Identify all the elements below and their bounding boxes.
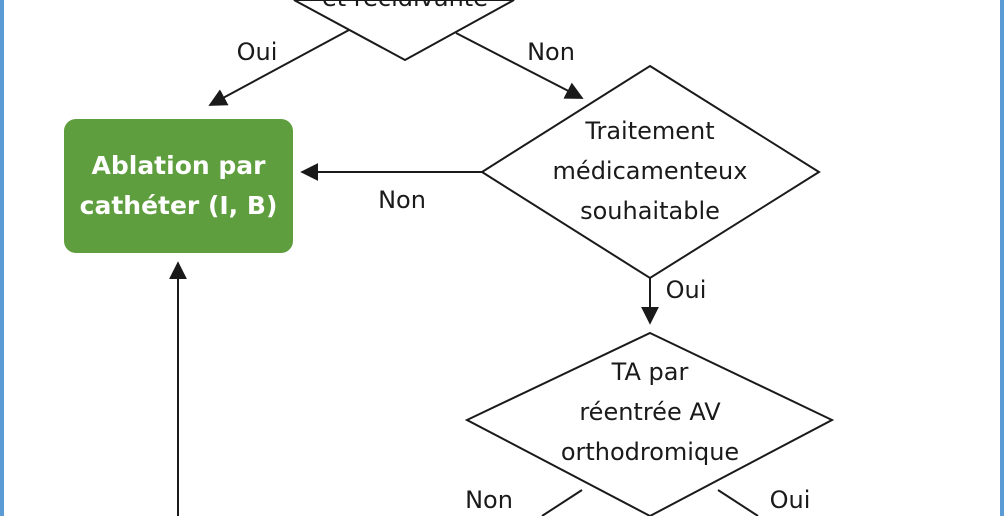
- top-decision-text: et récidivante: [322, 0, 488, 12]
- label-non-bottom: Non: [465, 486, 513, 514]
- traitement-line-3: souhaitable: [580, 197, 720, 225]
- ablation-line-1: Ablation par: [91, 151, 266, 180]
- ta-line-3: orthodromique: [561, 438, 739, 466]
- traitement-line-1: Traitement: [584, 117, 714, 145]
- ablation-box: Ablation par cathéter (I, B): [64, 119, 293, 253]
- ta-line-1: TA par: [611, 358, 689, 386]
- flowchart-svg: et récidivante Oui Non Traitement médica…: [169, 0, 835, 516]
- ta-decision-diamond: [464, 331, 835, 516]
- line-ta-oui: [717, 489, 759, 516]
- line-ta-non: [541, 489, 583, 516]
- top-decision-diamond: [293, 0, 515, 62]
- label-oui-left: Oui: [237, 38, 278, 66]
- traitement-line-2: médicamenteux: [553, 157, 748, 185]
- label-oui-down: Oui: [666, 276, 707, 304]
- label-non-right: Non: [527, 38, 575, 66]
- ablation-line-2: cathéter (I, B): [79, 191, 278, 220]
- arrow-top-to-ablation: [208, 29, 350, 106]
- label-non-middle: Non: [378, 186, 426, 214]
- arrow-top-to-traitement: [455, 32, 584, 99]
- ta-line-2: réentrée AV: [579, 398, 721, 426]
- label-oui-bottom: Oui: [770, 486, 811, 514]
